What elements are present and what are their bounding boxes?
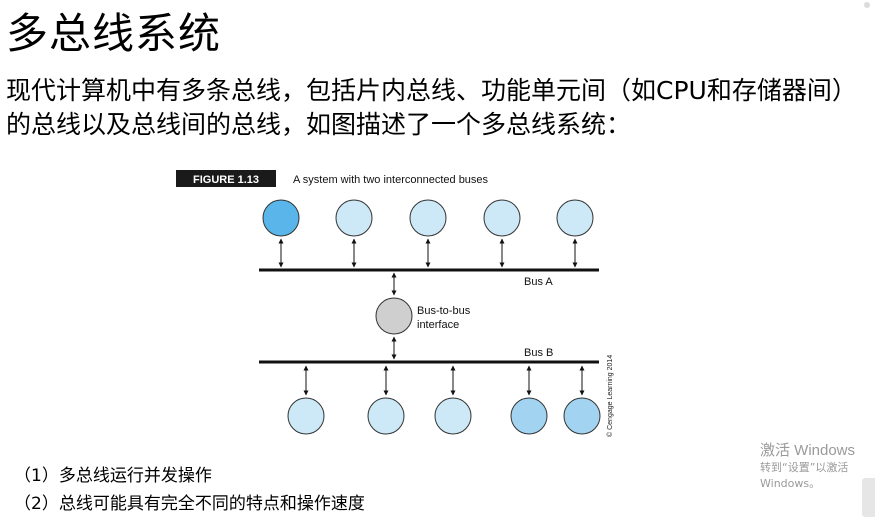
slide-title: 多总线系统 — [6, 9, 222, 58]
bus-a-module — [556, 199, 594, 237]
watermark-line1: 激活 Windows — [760, 442, 856, 459]
activation-watermark: 激活 Windows 转到“设置”以激活 Windows。 — [760, 442, 875, 492]
bus-a-module — [483, 199, 521, 237]
scrollbar-handle[interactable] — [862, 478, 875, 517]
bus-to-bus-interface-node — [375, 297, 413, 335]
bus-a-module — [262, 199, 300, 237]
bus-b-module — [367, 397, 405, 435]
watermark-line2: 转到“设置”以激活 Windows。 — [760, 461, 849, 490]
bus-b-module — [434, 397, 472, 435]
bus-b-label: Bus B — [524, 347, 553, 359]
bus-a-connectors — [278, 238, 578, 268]
corner-dot-icon — [864, 2, 870, 8]
bus-b-module — [563, 397, 601, 435]
bus-a-modules — [262, 199, 594, 237]
feature-list: （1）多总线运行并发操作 （2）总线可能具有完全不同的特点和操作速度 — [14, 462, 365, 518]
figure-tag-box — [176, 170, 276, 187]
bridge-label-line2: interface — [417, 319, 459, 331]
figure-tag: FIGURE 1.13 — [193, 174, 259, 186]
bus-b-connectors — [303, 365, 585, 396]
bus-b-modules — [287, 397, 601, 435]
bus-a-label: Bus A — [524, 276, 553, 288]
list-item: （2）总线可能具有完全不同的特点和操作速度 — [14, 494, 365, 514]
bus-a-module — [335, 199, 373, 237]
bus-b-module — [510, 397, 548, 435]
bridge-label-line1: Bus-to-bus — [417, 305, 471, 317]
bus-b-module — [287, 397, 325, 435]
figure-caption: A system with two interconnected buses — [293, 174, 489, 186]
bus-a-module — [409, 199, 447, 237]
intro-paragraph: 现代计算机中有多条总线，包括片内总线、功能单元间（如CPU和存储器间）的总线以及… — [6, 76, 857, 139]
list-item: （1）多总线运行并发操作 — [14, 466, 212, 486]
copyright-note: © Cengage Learning 2014 — [606, 355, 614, 437]
